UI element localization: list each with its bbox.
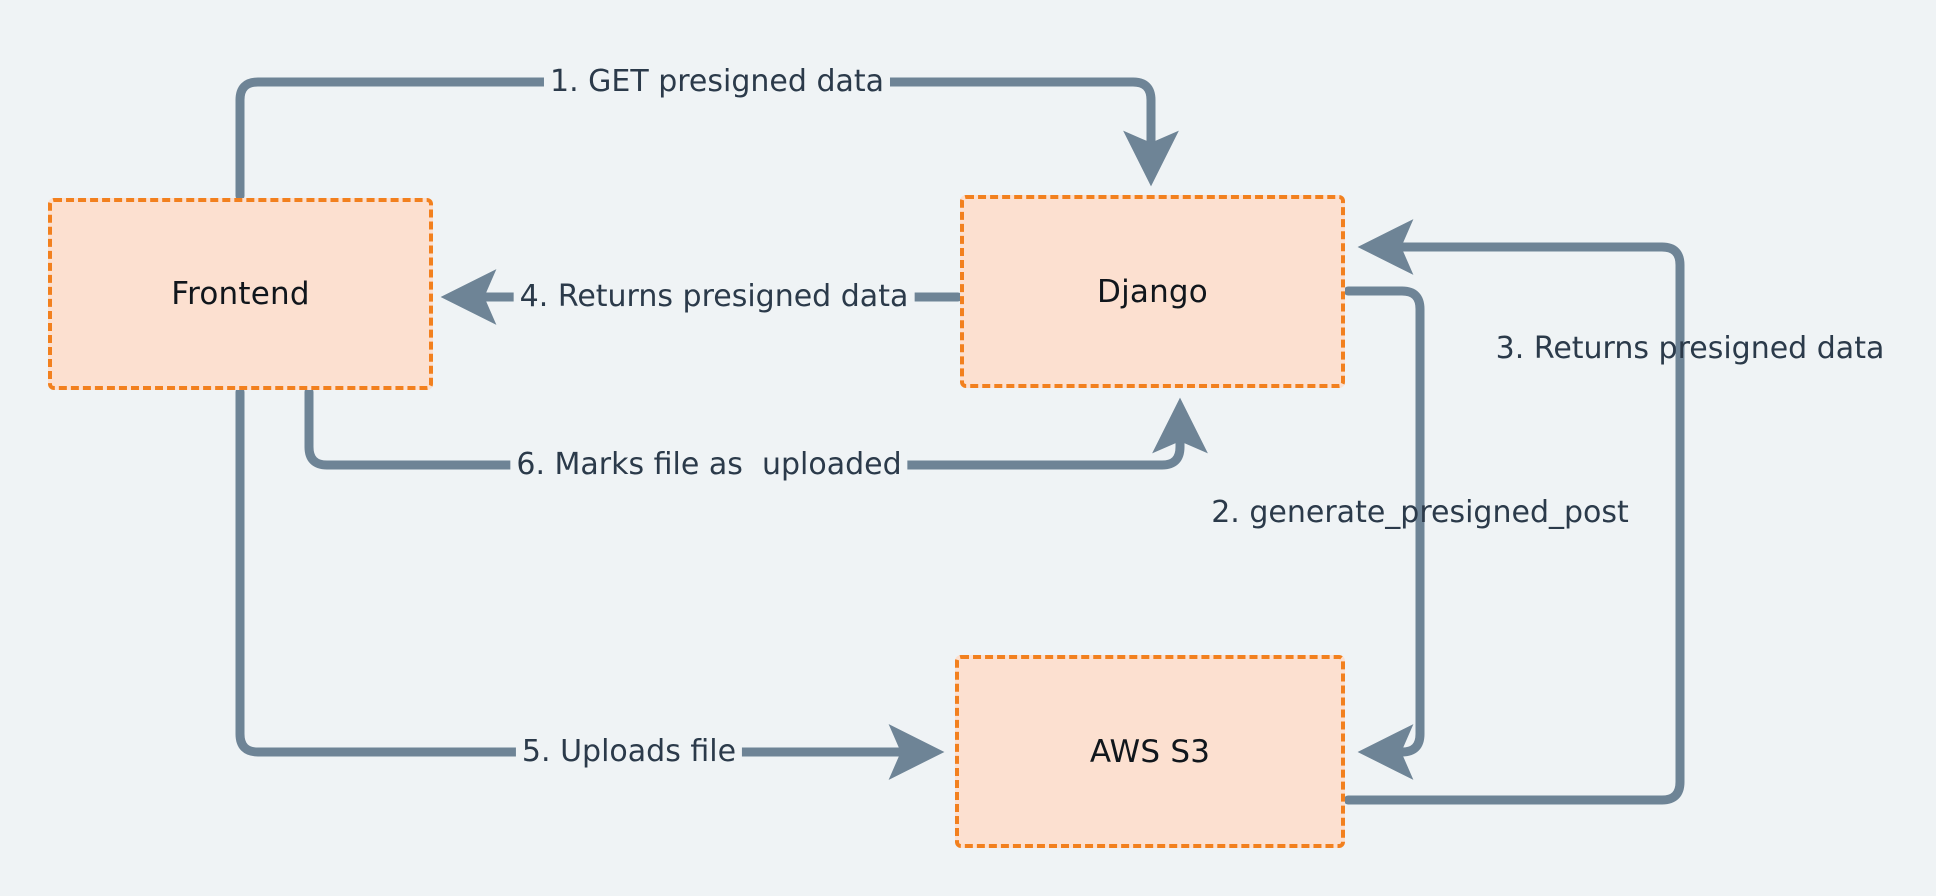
edge-path-3 <box>1343 219 1685 805</box>
node-frontend[interactable]: Frontend <box>48 198 433 390</box>
edge-label-4: 4. Returns presigned data <box>513 280 915 314</box>
edge-label-2: 2. generate_presigned_post <box>1211 495 1629 530</box>
edge-label-1: 1. GET presigned data <box>543 65 891 99</box>
node-aws-s3[interactable]: AWS S3 <box>955 655 1345 848</box>
edge-path-2 <box>1343 286 1425 780</box>
edge-label-5: 5. Uploads file <box>515 735 743 769</box>
edge-label-6: 6. Marks file as uploaded <box>510 448 908 482</box>
edge-path-5 <box>235 387 945 780</box>
edge-path-1 <box>235 77 1179 201</box>
node-django-label: Django <box>1097 273 1208 310</box>
edge-label-3: 3. Returns presigned data <box>1495 331 1885 366</box>
node-aws-s3-label: AWS S3 <box>1089 733 1211 770</box>
node-django[interactable]: Django <box>960 195 1345 388</box>
node-frontend-label: Frontend <box>171 276 310 312</box>
